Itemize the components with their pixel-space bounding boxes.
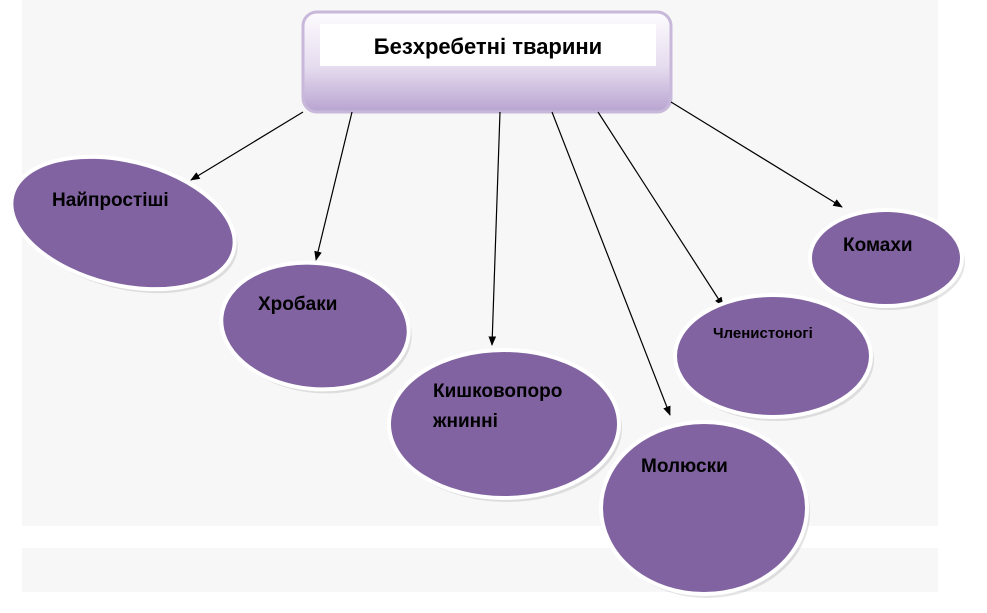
node-label-kyshkovoporozhynni-line-1: Кишковопоро [433,381,562,402]
node-label-chlenystonohi: Членистоногі [713,325,813,342]
arrow-to-naiprostishi [190,111,304,181]
node-label-khrobaky: Хробаки [258,294,337,315]
title-box: Безхребетні тварини [301,10,673,114]
node-ellipse [808,208,964,308]
node-label-kyshkovoporozhynni-line-2: жнинні [432,411,498,432]
node-ellipse [387,348,621,500]
arrows [190,101,843,416]
node-kyshkovoporozhynni: Кишковопоро жнинні [387,348,622,502]
node-khrobaky: Хробаки [219,260,412,394]
node-ellipse [673,293,873,419]
node-molyusky: Молюски [599,420,810,598]
arrow-to-kyshkovoporozhynni [488,111,501,346]
node-naiprostishi: Найпростіші [9,154,238,294]
arrow-to-komakhy [670,101,843,208]
node-label-komakhy: Комахи [843,235,913,256]
arrow-to-chlenystonohi [597,111,724,307]
node-label-molyusky: Молюски [641,456,728,477]
node-chlenystonohi: Членистоногі [673,293,874,421]
node-komakhy: Комахи [808,208,965,310]
arrow-to-khrobaky [314,111,353,261]
node-ellipse [599,420,809,596]
node-label-naiprostishi: Найпростіші [52,190,169,211]
arrow-to-molyusky [551,111,671,416]
title-text: Безхребетні тварини [374,34,602,59]
node-ellipse [219,260,411,392]
node-ellipse [9,154,237,292]
